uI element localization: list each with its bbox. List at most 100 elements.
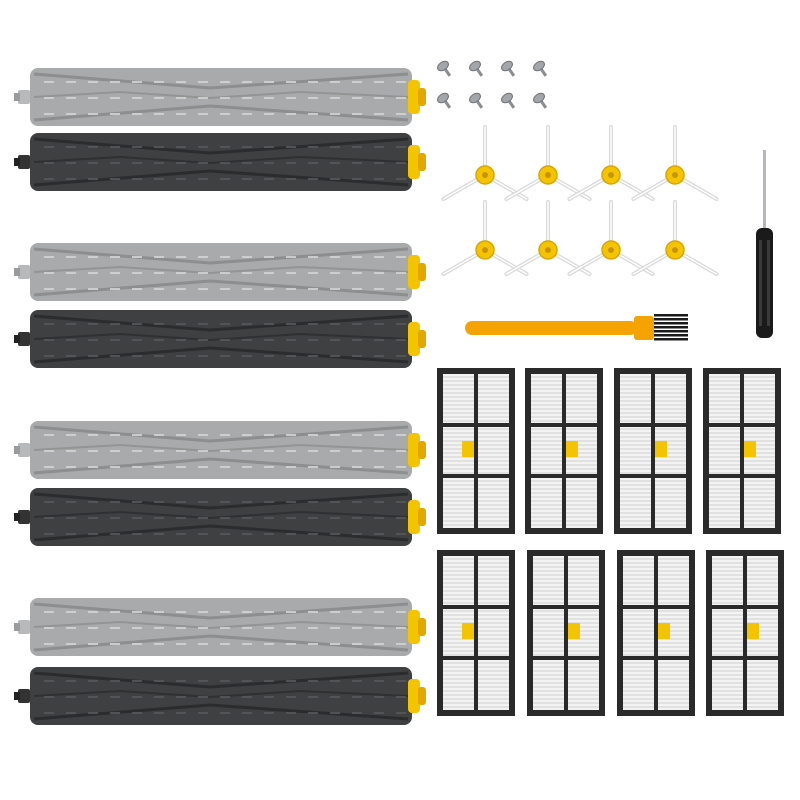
roller-texture xyxy=(110,162,120,164)
roller-end-cap xyxy=(18,510,30,524)
roller-texture xyxy=(330,288,340,290)
roller-texture xyxy=(44,466,54,468)
roller-yellow-tip xyxy=(418,441,426,459)
roller-texture xyxy=(88,339,98,341)
roller-texture xyxy=(220,501,230,503)
dark-roller xyxy=(14,310,426,368)
side-brush xyxy=(504,200,592,276)
roller-texture xyxy=(374,256,384,258)
roller-fin xyxy=(33,279,409,297)
roller-texture xyxy=(352,466,362,468)
screwdriver-shaft xyxy=(763,150,766,230)
filter-grid-vertical xyxy=(740,374,744,528)
brush-hub-center xyxy=(608,247,614,253)
roller-texture xyxy=(396,81,406,83)
roller-texture xyxy=(88,256,98,258)
roller-texture xyxy=(176,712,186,714)
roller-texture xyxy=(110,680,120,682)
roller-texture xyxy=(220,466,230,468)
filter-grid-vertical xyxy=(474,556,478,710)
screw-head xyxy=(533,60,545,72)
roller-texture xyxy=(264,81,274,83)
roller-texture xyxy=(88,178,98,180)
screwdriver-grip xyxy=(759,240,762,326)
roller-texture xyxy=(110,712,120,714)
screw-head xyxy=(501,92,513,104)
roller-texture xyxy=(154,533,164,535)
side-brush xyxy=(441,200,529,276)
screw xyxy=(469,92,484,109)
roller-texture xyxy=(374,517,384,519)
roller-texture xyxy=(330,146,340,148)
light-roller xyxy=(14,243,426,301)
roller-texture xyxy=(330,611,340,613)
roller-texture xyxy=(396,450,406,452)
roller-texture xyxy=(66,627,76,629)
roller-texture xyxy=(308,162,318,164)
roller-shaft xyxy=(14,692,20,700)
roller-texture xyxy=(66,339,76,341)
roller-texture xyxy=(308,288,318,290)
roller-texture xyxy=(308,696,318,698)
roller-texture xyxy=(132,434,142,436)
roller-texture xyxy=(198,611,208,613)
filter-yellow-tab xyxy=(658,623,670,639)
roller-texture xyxy=(286,501,296,503)
screw-head xyxy=(501,60,513,72)
side-brush xyxy=(504,125,592,201)
filter-grid-horizontal xyxy=(531,423,597,427)
roller-texture xyxy=(396,643,406,645)
roller-texture xyxy=(198,533,208,535)
screw xyxy=(533,60,548,77)
roller-texture xyxy=(396,146,406,148)
roller-texture xyxy=(66,611,76,613)
roller-texture xyxy=(154,97,164,99)
roller-texture xyxy=(396,355,406,357)
roller-texture xyxy=(286,680,296,682)
screwdriver-grip xyxy=(767,240,770,326)
roller-texture xyxy=(286,272,296,274)
roller-texture xyxy=(352,162,362,164)
roller-texture xyxy=(396,466,406,468)
roller-texture xyxy=(242,466,252,468)
roller-texture xyxy=(66,517,76,519)
roller-texture xyxy=(264,466,274,468)
roller-texture xyxy=(374,272,384,274)
hepa-filter xyxy=(525,368,603,534)
screw-head xyxy=(469,92,481,104)
screw-head xyxy=(533,92,545,104)
roller-texture xyxy=(352,113,362,115)
roller-texture xyxy=(220,288,230,290)
roller-texture xyxy=(44,450,54,452)
roller-texture xyxy=(374,434,384,436)
roller-texture xyxy=(330,517,340,519)
roller-texture xyxy=(242,256,252,258)
roller-texture xyxy=(308,113,318,115)
roller-fin xyxy=(33,689,409,699)
filter-grid-vertical xyxy=(654,556,658,710)
roller-texture xyxy=(176,162,186,164)
roller-end-cap xyxy=(18,332,30,346)
roller-texture xyxy=(176,81,186,83)
roller-texture xyxy=(154,680,164,682)
roller-shaft xyxy=(14,446,20,454)
roller-texture xyxy=(308,643,318,645)
cleaning-brush-handle xyxy=(465,321,637,335)
roller-texture xyxy=(352,146,362,148)
roller-shaft xyxy=(14,335,20,343)
roller-yellow-tip xyxy=(418,88,426,106)
roller-texture xyxy=(352,434,362,436)
roller-texture xyxy=(264,533,274,535)
roller-texture xyxy=(88,627,98,629)
roller-texture xyxy=(264,517,274,519)
hepa-filter xyxy=(437,550,515,716)
roller-texture xyxy=(132,288,142,290)
roller-texture xyxy=(286,450,296,452)
roller-texture xyxy=(66,712,76,714)
roller-texture xyxy=(132,113,142,115)
roller-texture xyxy=(154,712,164,714)
roller-yellow-cap xyxy=(408,433,420,467)
roller-texture xyxy=(308,178,318,180)
roller-texture xyxy=(88,643,98,645)
screw-group xyxy=(437,60,548,109)
